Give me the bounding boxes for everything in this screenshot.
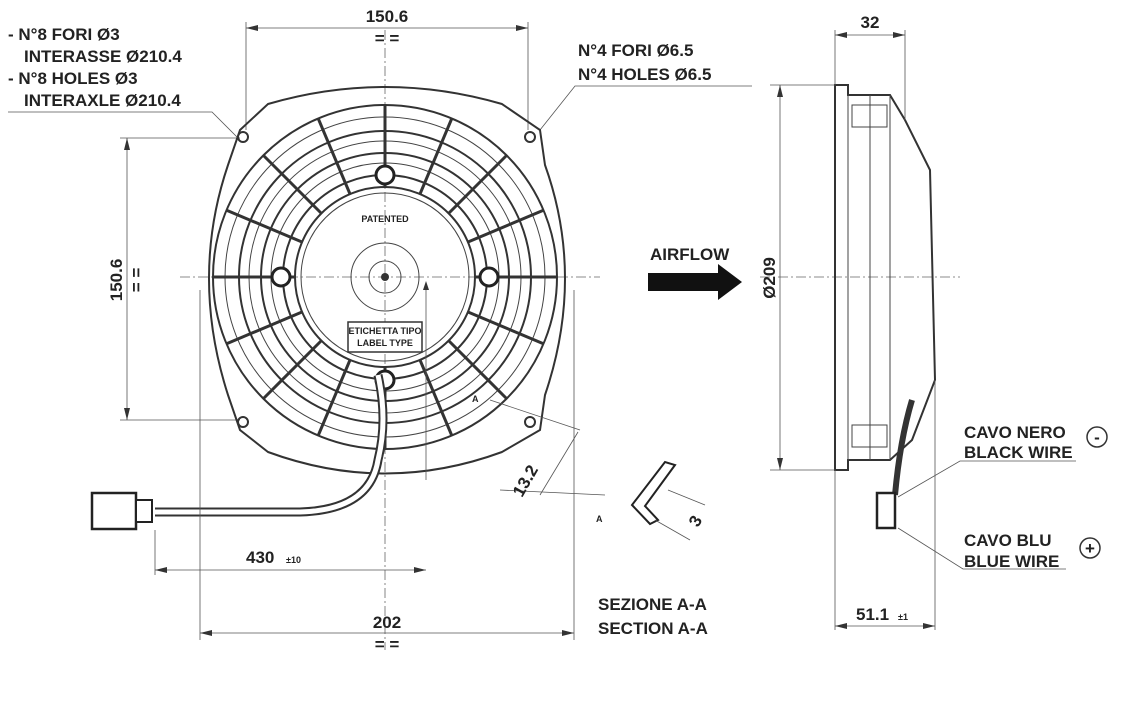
wire-notes: CAVO NERO BLACK WIRE - CAVO BLU BLUE WIR… [897, 423, 1108, 571]
note-line: - N°8 FORI Ø3 [8, 25, 120, 44]
wire-sign: - [1094, 428, 1100, 447]
wire-label: BLUE WIRE [964, 552, 1059, 571]
plus-icon [1079, 537, 1101, 559]
note-line: N°4 HOLES Ø6.5 [578, 65, 711, 84]
dim-label: 150.6 [107, 259, 126, 302]
dim-label: 13.2 [509, 462, 542, 500]
section-mark: A [596, 514, 603, 524]
equal-mark: = = [375, 29, 400, 48]
dim-tol: ±10 [286, 555, 301, 565]
equal-mark: = = [127, 268, 146, 293]
label-text: ETICHETTA TIPO [349, 326, 422, 336]
wire-label: BLACK WIRE [964, 443, 1073, 462]
section-note: SEZIONE A-A [598, 595, 707, 614]
note-line: - N°8 HOLES Ø3 [8, 69, 138, 88]
label-type-box [347, 321, 423, 353]
dim-cable-length: 430 ±10 [154, 530, 426, 575]
side-connector [875, 491, 897, 530]
dim-label: 3 [685, 512, 706, 530]
airflow-label: AIRFLOW [650, 245, 730, 264]
dim-overall-width: 202 = = [199, 290, 575, 654]
dim-offset: 13.2 A [489, 399, 606, 524]
note-line: N°4 FORI Ø6.5 [578, 41, 693, 60]
arrow-right-icon [648, 264, 742, 300]
dim-label: 32 [861, 13, 880, 32]
minus-icon [1086, 426, 1108, 448]
holes-note: - N°8 FORI Ø3 INTERASSE Ø210.4 - N°8 HOL… [8, 25, 239, 139]
equal-mark: = = [375, 635, 400, 654]
wire-label: CAVO NERO [964, 423, 1066, 442]
dim-label: 202 [373, 613, 401, 632]
dim-label: Ø209 [760, 257, 779, 299]
dim-label: 51.1 [856, 605, 889, 624]
wire-label: CAVO BLU [964, 531, 1052, 550]
airflow-indicator: AIRFLOW [648, 245, 742, 300]
note-line: INTERAXLE Ø210.4 [24, 91, 181, 110]
dim-tol: ±1 [898, 612, 908, 622]
dim-label: 150.6 [366, 7, 409, 26]
section-mark: A [472, 394, 479, 404]
section-detail: 3 SEZIONE A-A SECTION A-A [598, 460, 708, 638]
label-text: LABEL TYPE [357, 338, 413, 348]
fan-side-view: 32 Ø209 51.1 ±1 [760, 13, 960, 630]
fan-front-view: PATENTED ETICHETTA TIPO LABEL TYPE A [90, 30, 600, 650]
dim-top-width: 150.6 = = [245, 7, 529, 130]
mount-holes-note: N°4 FORI Ø6.5 N°4 HOLES Ø6.5 [539, 41, 752, 131]
note-line: INTERASSE Ø210.4 [24, 47, 182, 66]
connector [90, 491, 138, 531]
dim-label: 430 [246, 548, 274, 567]
wire-sign: + [1085, 539, 1095, 558]
section-note: SECTION A-A [598, 619, 708, 638]
dim-left-height: 150.6 = = [107, 137, 240, 421]
patented-text: PATENTED [361, 214, 409, 224]
